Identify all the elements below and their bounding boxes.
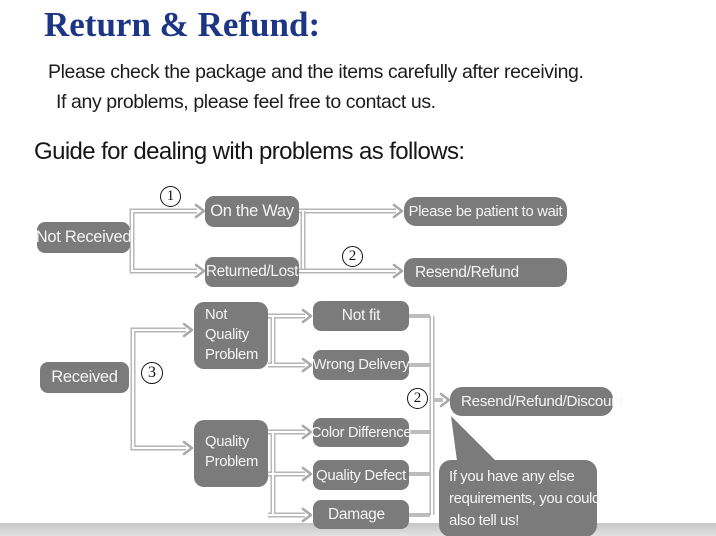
section-heading: Guide for dealing with problems as follo… [34,138,465,165]
subtitle-line-1: Please check the package and the items c… [48,61,584,83]
flow-node-quality-defect: Quality Defect [313,460,409,490]
subtitle-line-2: If any problems, please feel free to con… [56,91,436,113]
flow-node-resend-refund: Resend/Refund [404,258,567,287]
circled-number-3: 3 [141,362,163,384]
flow-node-not-quality-problem: Not Quality Problem [194,302,268,369]
circled-number-1: 1 [160,186,181,207]
circled-number-2-top: 2 [342,246,363,267]
flow-node-on-the-way: On the Way [205,196,299,227]
speech-bubble-line: also tell us! [449,512,519,529]
flow-node-line: Quality [205,327,249,343]
flow-node-resend-refund-discount: Resend/Refund/Discount [450,387,624,416]
speech-bubble: If you have any else requirements, you c… [439,460,600,536]
flow-node-line: Problem [205,454,258,470]
page-title: Return & Refund: [44,5,321,44]
flow-node-damage: Damage [313,500,409,529]
flow-node-received: Received [40,362,129,393]
flow-node-not-fit: Not fit [313,301,409,331]
circled-number-2-bottom: 2 [407,388,428,409]
flow-node-not-received: Not Received [36,222,132,253]
speech-bubble-tail [451,416,496,461]
flow-node-wrong-delivery: Wrong Delivery [313,350,410,380]
flow-node-line: Quality [205,434,249,450]
speech-bubble-line: If you have any else [449,468,575,485]
flow-node-line: Problem [205,347,258,363]
flow-node-quality-problem: Quality Problem [194,420,268,487]
flow-node-color-difference: Color Difference [311,418,412,447]
flow-node-returned-lost: Returned/Lost [205,257,299,287]
flow-node-be-patient: Please be patient to wait [404,197,567,226]
flow-node-line: Not [205,307,228,323]
speech-bubble-line: requirements, you could [449,490,600,507]
